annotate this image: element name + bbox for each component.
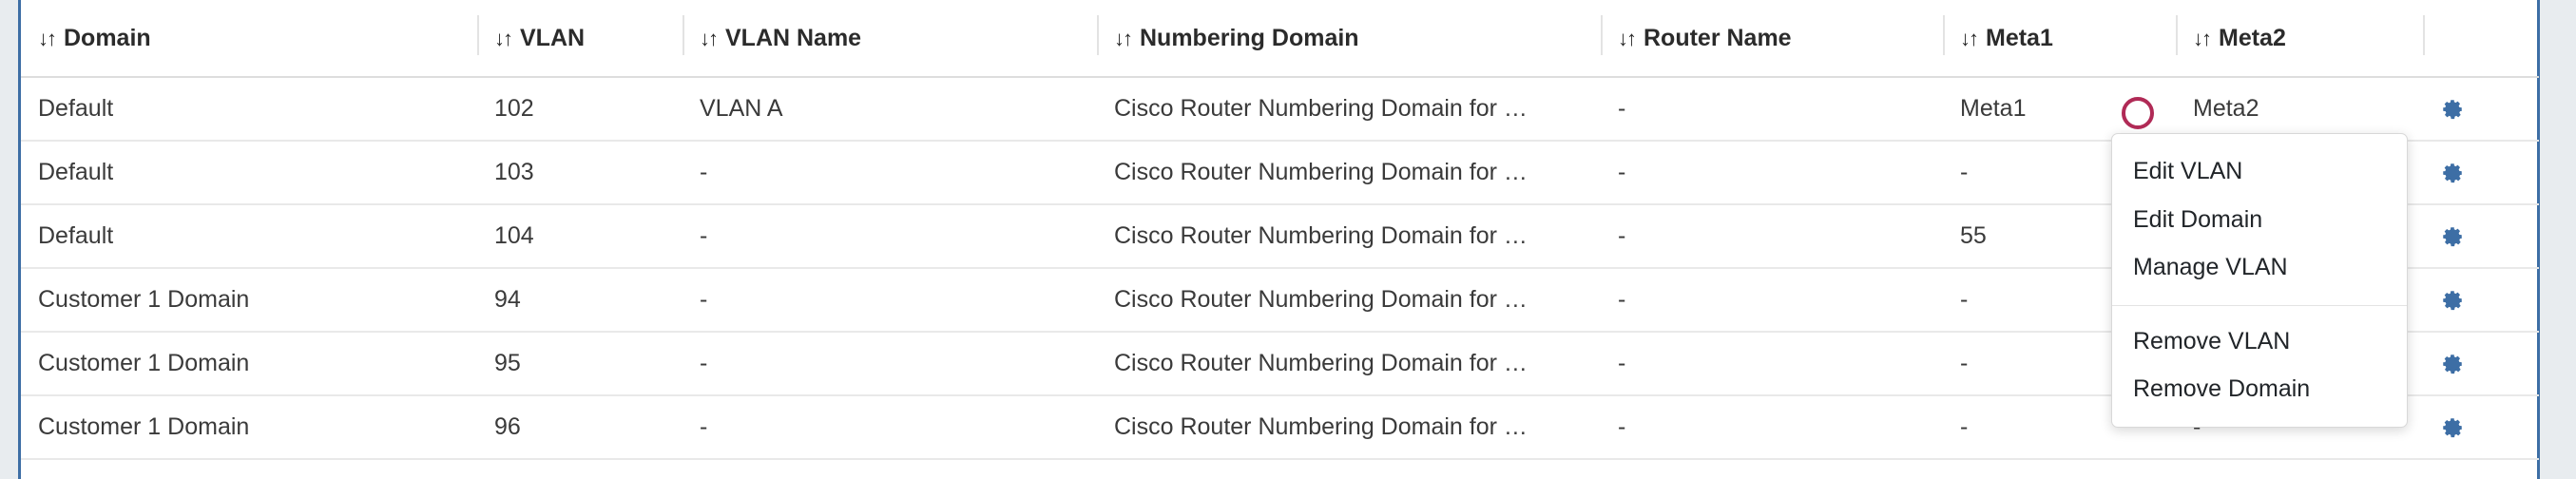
- menu-item-edit-domain[interactable]: Edit Domain: [2133, 205, 2263, 233]
- menu-item-manage-vlan[interactable]: Manage VLAN: [2133, 254, 2288, 280]
- cell-vlan-name: -: [682, 395, 1097, 460]
- row-actions-button[interactable]: [2423, 268, 2539, 333]
- menu-item-remove-domain[interactable]: Remove Domain: [2133, 375, 2311, 402]
- column-header-router-name[interactable]: ↓↑ Router Name: [1601, 0, 1943, 78]
- cell-meta2: Meta2: [2176, 77, 2423, 142]
- column-header-label: Meta1: [1986, 24, 2053, 51]
- cell-vlan: 102: [477, 77, 682, 142]
- gear-icon[interactable]: [2440, 286, 2465, 313]
- cell-vlan: 94: [477, 268, 682, 333]
- cell-domain: Default: [21, 77, 477, 142]
- column-header-vlan-name[interactable]: ↓↑VLAN Name: [682, 0, 1097, 78]
- column-header-meta2[interactable]: ↓↑ Meta2: [2176, 0, 2423, 78]
- vlan-domain-table: ↓↑Domain ↓↑VLAN ↓↑VLAN Name ↓↑Numbering …: [21, 0, 2539, 460]
- cell-num-domain: Cisco Router Numbering Domain for …: [1097, 204, 1601, 269]
- page-gutter-right: [2540, 0, 2576, 479]
- column-header-label: Meta2: [2219, 24, 2286, 51]
- column-header-label: Router Name: [1644, 24, 1792, 51]
- column-header-vlan[interactable]: ↓↑ VLAN: [477, 0, 682, 78]
- sort-icon[interactable]: ↓↑: [1618, 26, 1637, 50]
- row-actions-button[interactable]: [2423, 77, 2539, 142]
- cell-domain: Customer 1 Domain: [21, 395, 477, 460]
- cell-meta1: Meta1: [1943, 77, 2176, 142]
- cell-vlan: 103: [477, 141, 682, 205]
- gear-icon[interactable]: [2440, 95, 2465, 122]
- cell-router: -: [1601, 204, 1943, 269]
- cell-vlan: 95: [477, 332, 682, 396]
- header-row: ↓↑Domain ↓↑VLAN ↓↑VLAN Name ↓↑Numbering …: [21, 0, 2539, 78]
- cell-num-domain: Cisco Router Numbering Domain for …: [1097, 332, 1601, 396]
- cell-domain: Default: [21, 141, 477, 205]
- gear-icon[interactable]: [2440, 159, 2465, 185]
- cell-domain: Customer 1 Domain: [21, 332, 477, 396]
- gear-icon[interactable]: [2440, 413, 2465, 440]
- sort-icon[interactable]: ↓↑: [38, 26, 57, 50]
- sort-icon[interactable]: ↓↑: [2193, 26, 2212, 50]
- sort-icon[interactable]: ↓↑: [1960, 26, 1979, 50]
- cell-num-domain: Cisco Router Numbering Domain for …: [1097, 141, 1601, 205]
- menu-item-remove-vlan[interactable]: Remove VLAN: [2133, 327, 2291, 354]
- gear-icon[interactable]: [2440, 222, 2465, 249]
- gear-icon[interactable]: [2440, 350, 2465, 376]
- column-header-domain[interactable]: ↓↑ Domain: [21, 0, 477, 78]
- page-rail-left: [18, 0, 21, 479]
- cell-num-domain: Cisco Router Numbering Domain for …: [1097, 395, 1601, 460]
- column-header-actions: [2423, 0, 2539, 78]
- cell-vlan-name: -: [682, 141, 1097, 205]
- column-header-label: VLAN Name: [725, 24, 862, 51]
- cell-num-domain: Cisco Router Numbering Domain for …: [1097, 268, 1601, 333]
- cell-domain: Customer 1 Domain: [21, 268, 477, 333]
- cell-router: -: [1601, 395, 1943, 460]
- row-actions-button[interactable]: [2423, 332, 2539, 396]
- cell-domain: Default: [21, 204, 477, 269]
- column-header-label: Domain: [64, 24, 151, 51]
- row-actions-button[interactable]: [2423, 141, 2539, 205]
- cell-vlan: 104: [477, 204, 682, 269]
- cell-vlan-name: -: [682, 268, 1097, 333]
- cell-router: -: [1601, 332, 1943, 396]
- page-gutter-left: [0, 0, 18, 479]
- row-actions-button[interactable]: [2423, 204, 2539, 269]
- cell-vlan-name: -: [682, 332, 1097, 396]
- cell-vlan-name: -: [682, 204, 1097, 269]
- cell-vlan-name: VLAN A: [682, 77, 1097, 142]
- menu-separator: [2112, 304, 2407, 306]
- column-header-meta1[interactable]: ↓↑ Meta1: [1943, 0, 2176, 78]
- column-header-label: Numbering Domain: [1140, 24, 1359, 51]
- cell-num-domain: Cisco Router Numbering Domain for …: [1097, 77, 1601, 142]
- cell-router: -: [1601, 77, 1943, 142]
- column-header-numbering-domain[interactable]: ↓↑ Numbering Domain: [1097, 0, 1601, 78]
- table-header: ↓↑Domain ↓↑VLAN ↓↑VLAN Name ↓↑Numbering …: [21, 0, 2539, 78]
- row-actions-button[interactable]: [2423, 395, 2539, 460]
- column-header-label: VLAN: [520, 24, 586, 51]
- menu-item-edit-vlan[interactable]: Edit VLAN: [2133, 158, 2243, 184]
- cell-router: -: [1601, 141, 1943, 205]
- cell-vlan: 96: [477, 395, 682, 460]
- sort-icon[interactable]: ↓↑: [700, 26, 719, 50]
- cell-router: -: [1601, 268, 1943, 333]
- sort-icon[interactable]: ↓↑: [1114, 26, 1133, 50]
- sort-icon[interactable]: ↓↑: [494, 26, 513, 50]
